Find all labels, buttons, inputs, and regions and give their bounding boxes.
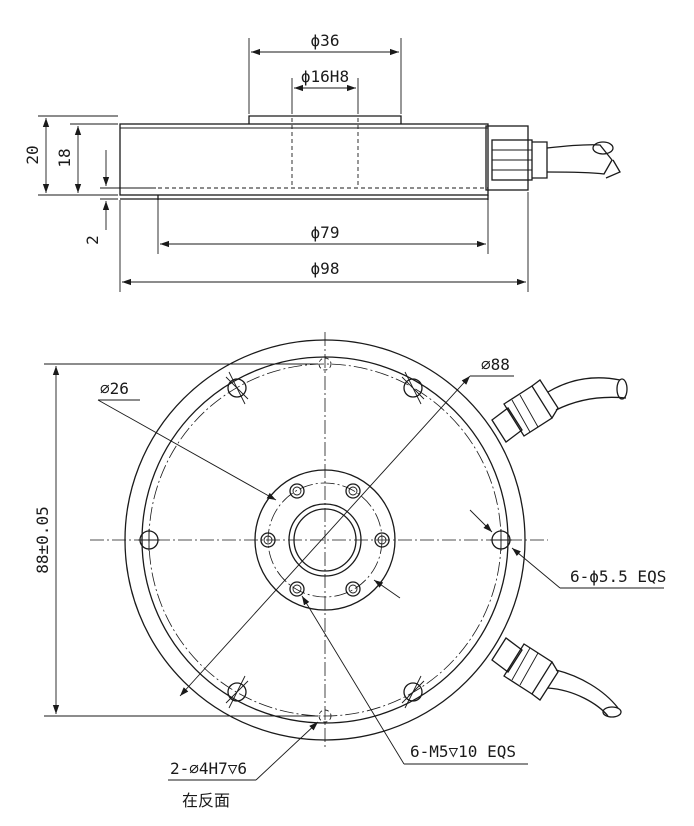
pin-hole-top [318,357,332,371]
leader-m5 [301,595,405,765]
dim-label-18: 18 [55,148,74,167]
dim-label-16h8: ϕ16H8 [301,67,349,86]
dim-label-36: ϕ36 [311,31,340,50]
leader-pin-holes [255,721,319,781]
dim-label-2: 2 [83,235,102,245]
leader-88 [179,375,471,697]
dim-label-79: ϕ79 [311,223,340,242]
dim-label-98: ϕ98 [311,259,340,278]
leader-holes-55 [469,509,493,533]
top-view-connector-upper [491,377,628,443]
dim-label-88-vertical: 88±0.05 [33,506,52,573]
label-holes-55: 6-ϕ5.5 EQS [570,567,666,586]
label-reverse-side: 在反面 [182,791,230,810]
side-cable-connector [485,125,621,191]
label-88: ⌀88 [481,355,510,374]
top-view: ⌀88 ⌀26 6-ϕ5.5 EQS 6-M5▽10 EQS 2-⌀4H7▽6 … [33,332,666,810]
label-pin-holes: 2-⌀4H7▽6 [170,759,247,778]
leader-26 [97,399,277,501]
label-26: ⌀26 [100,379,129,398]
top-view-connector-lower [491,637,622,718]
pin-hole-bottom [318,709,332,723]
main-body-outline [119,123,489,196]
label-m5: 6-M5▽10 EQS [410,742,516,761]
top-boss [248,115,402,124]
dim-label-20: 20 [23,145,42,164]
side-view: ϕ36 ϕ16H8 20 18 2 ϕ79 ϕ98 [23,31,621,292]
outer-rim-circle [124,339,526,741]
